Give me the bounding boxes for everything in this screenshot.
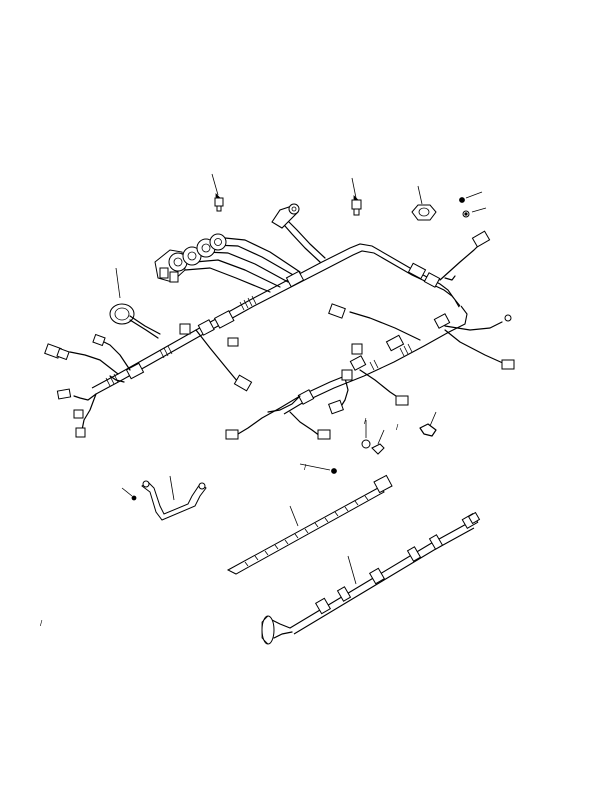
callout-mark: / <box>364 417 367 426</box>
right-lower-branches <box>328 303 515 370</box>
callout-mark: / <box>40 619 43 628</box>
callout-mark: / <box>396 423 399 432</box>
clip <box>419 411 437 437</box>
callout-mark: / <box>304 463 307 472</box>
main-wiring-harness <box>44 203 515 440</box>
sensor-switch-right <box>351 177 362 216</box>
mounting-bracket <box>121 475 207 521</box>
lock-washer <box>462 207 487 218</box>
right-upper-branch <box>439 230 491 281</box>
branch-wiring-harness <box>261 511 481 645</box>
lower-branches <box>225 343 409 440</box>
mid-branch <box>179 323 253 392</box>
grommet <box>115 267 121 299</box>
elbow-connector <box>271 203 300 229</box>
harness-grommet <box>109 303 161 339</box>
screw <box>459 191 483 203</box>
sensor-switch-left <box>211 173 224 212</box>
multi-pin-connector-block <box>154 233 227 283</box>
ground-screw <box>299 420 385 474</box>
hex-nut <box>411 185 437 221</box>
left-end-connectors <box>44 333 131 438</box>
cable-tie <box>226 474 393 575</box>
